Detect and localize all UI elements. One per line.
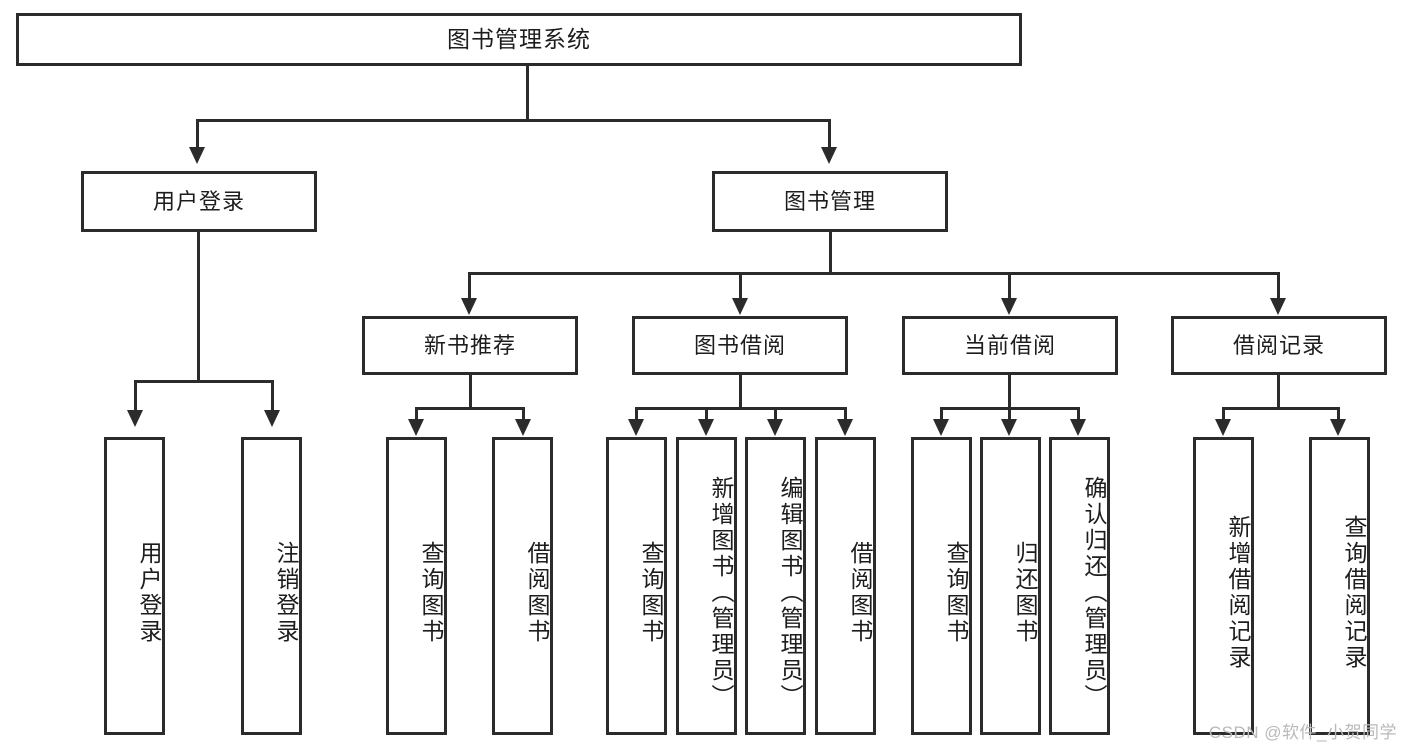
edge-drop-query-book-1 [415, 407, 418, 421]
arrowhead-edit-book-icon [767, 419, 783, 436]
node-user-login[interactable]: 用户登录 [81, 171, 317, 232]
arrowhead-leaf-user-login-icon [127, 410, 143, 427]
leaf-confirm-return-label: 确认归还（管理员） [1081, 476, 1107, 710]
leaf-return-book-label: 归还图书 [1012, 541, 1038, 645]
node-root-book-management-system[interactable]: 图书管理系统 [16, 13, 1022, 66]
leaf-user-login-label: 用户登录 [136, 541, 162, 645]
node-new-book-recommendation[interactable]: 新书推荐 [362, 316, 578, 375]
arrowhead-query-book-1-icon [408, 419, 424, 436]
arrowhead-new-book-rec-icon [461, 298, 477, 315]
edge-drop-borrow-book-2 [844, 407, 847, 421]
edge-drop-leaf-user-logout [271, 380, 274, 412]
arrowhead-leaf-user-logout-icon [264, 410, 280, 427]
edge-drop-add-book [705, 407, 708, 421]
arrowhead-add-book-icon [698, 419, 714, 436]
edge-new-book-rec-stem [469, 375, 472, 407]
leaf-edit-book-label: 编辑图书（管理员） [777, 476, 803, 710]
edge-drop-borrow-record [1277, 272, 1280, 300]
edge-current-borrow-stem [1008, 375, 1011, 407]
leaf-borrow-book-1-label: 借阅图书 [524, 541, 550, 645]
leaf-add-record-label: 新增借阅记录 [1225, 515, 1251, 671]
leaf-borrow-book-2[interactable]: 借阅图书 [815, 437, 876, 735]
arrowhead-confirm-return-icon [1070, 419, 1086, 436]
leaf-query-record-label: 查询借阅记录 [1341, 515, 1367, 671]
leaf-query-book-2-label: 查询图书 [638, 541, 664, 645]
arrowhead-borrow-book-2-icon [837, 419, 853, 436]
leaf-add-record[interactable]: 新增借阅记录 [1193, 437, 1254, 735]
edge-drop-confirm-return [1077, 407, 1080, 421]
edge-borrow-record-stem [1277, 375, 1280, 407]
edge-drop-add-record [1222, 407, 1225, 421]
leaf-query-book-1[interactable]: 查询图书 [386, 437, 447, 735]
leaf-borrow-book-2-label: 借阅图书 [847, 541, 873, 645]
edge-drop-new-book-rec [468, 272, 471, 300]
edge-borrow-record-bus [1222, 407, 1337, 410]
arrowhead-current-borrow-icon [1001, 298, 1017, 315]
leaf-query-book-3-label: 查询图书 [943, 541, 969, 645]
edge-book-borrow-stem [739, 375, 742, 407]
leaf-add-book-label: 新增图书（管理员） [708, 476, 734, 710]
arrowhead-book-borrow-icon [732, 298, 748, 315]
arrowhead-query-record-icon [1330, 419, 1346, 436]
edge-drop-query-book-2 [635, 407, 638, 421]
node-book-management[interactable]: 图书管理 [712, 171, 948, 232]
edge-root-stem [526, 66, 529, 119]
leaf-user-logout[interactable]: 注销登录 [241, 437, 302, 735]
node-current-borrowing[interactable]: 当前借阅 [902, 316, 1118, 375]
arrowhead-return-book-icon [1001, 419, 1017, 436]
edge-book-manage-bus [468, 272, 1280, 275]
edge-new-book-rec-bus [415, 407, 525, 410]
arrowhead-query-book-2-icon [628, 419, 644, 436]
edge-drop-edit-book [774, 407, 777, 421]
edge-drop-book-manage [828, 119, 831, 149]
leaf-confirm-return[interactable]: 确认归还（管理员） [1049, 437, 1110, 735]
leaf-query-book-1-label: 查询图书 [418, 541, 444, 645]
edge-drop-book-borrow [739, 272, 742, 300]
leaf-query-record[interactable]: 查询借阅记录 [1309, 437, 1370, 735]
edge-user-login-bus [134, 380, 274, 383]
edge-drop-query-record [1337, 407, 1340, 421]
leaf-query-book-3[interactable]: 查询图书 [911, 437, 972, 735]
edge-drop-user-login [196, 119, 199, 149]
leaf-borrow-book-1[interactable]: 借阅图书 [492, 437, 553, 735]
leaf-add-book[interactable]: 新增图书（管理员） [676, 437, 737, 735]
leaf-edit-book[interactable]: 编辑图书（管理员） [745, 437, 806, 735]
edge-drop-current-borrow [1008, 272, 1011, 300]
leaf-user-login[interactable]: 用户登录 [104, 437, 165, 735]
edge-drop-return-book [1008, 407, 1011, 421]
arrowhead-query-book-3-icon [933, 419, 949, 436]
arrowhead-add-record-icon [1215, 419, 1231, 436]
edge-drop-query-book-3 [940, 407, 943, 421]
arrowhead-borrow-book-1-icon [515, 419, 531, 436]
edge-root-bus [196, 119, 831, 122]
arrowhead-borrow-record-icon [1270, 298, 1286, 315]
node-book-borrowing[interactable]: 图书借阅 [632, 316, 848, 375]
leaf-user-logout-label: 注销登录 [273, 541, 299, 645]
arrowhead-user-login-icon [189, 147, 205, 164]
edge-book-borrow-bus [635, 407, 847, 410]
edge-book-manage-stem [829, 232, 832, 272]
leaf-return-book[interactable]: 归还图书 [980, 437, 1041, 735]
edge-user-login-stem [197, 232, 200, 380]
edge-drop-borrow-book-1 [522, 407, 525, 421]
arrowhead-book-manage-icon [821, 147, 837, 164]
leaf-query-book-2[interactable]: 查询图书 [606, 437, 667, 735]
node-borrowing-record[interactable]: 借阅记录 [1171, 316, 1387, 375]
edge-drop-leaf-user-login [134, 380, 137, 412]
